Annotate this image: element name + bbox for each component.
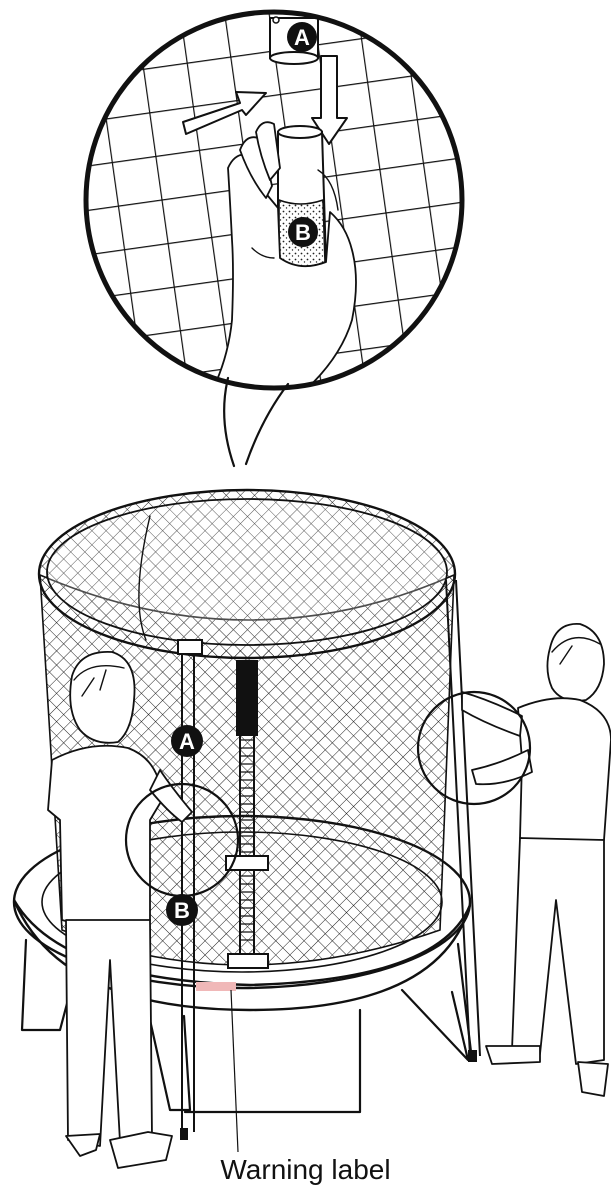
svg-text:B: B (295, 220, 311, 245)
warning-label-caption: Warning label (0, 1154, 611, 1186)
svg-text:B: B (174, 898, 190, 923)
marker-a-detail: A (287, 22, 317, 52)
person-right (462, 624, 611, 1096)
detail-magnified-view: A B (60, 0, 500, 466)
wrist-outline-left (224, 378, 234, 466)
warning-label (196, 982, 236, 991)
svg-text:A: A (179, 729, 195, 754)
marker-a-main: A (171, 725, 203, 757)
wrist-outline-right (246, 384, 288, 464)
marker-b-main: B (166, 894, 198, 926)
marker-b-detail: B (288, 217, 318, 247)
svg-text:A: A (294, 25, 310, 50)
caption-leader-line (231, 990, 238, 1152)
